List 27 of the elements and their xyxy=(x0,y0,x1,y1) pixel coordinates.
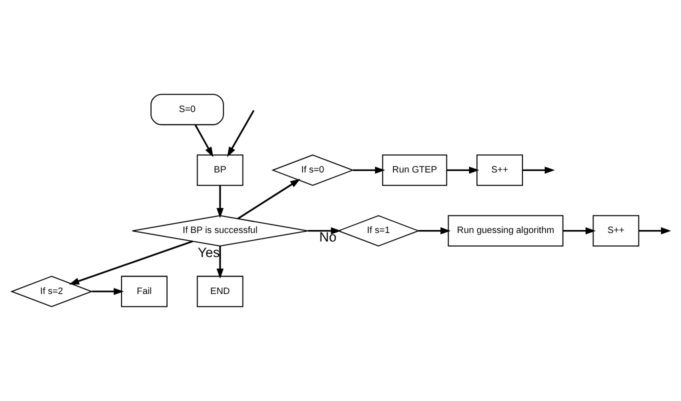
arrow xyxy=(352,166,386,174)
node-box: Fail xyxy=(121,276,168,308)
node-diamond: If BP is successful xyxy=(132,215,308,246)
arrow xyxy=(194,124,214,158)
arrow xyxy=(418,227,451,234)
arrow xyxy=(227,110,254,158)
arrow xyxy=(216,186,224,218)
node-box: S++ xyxy=(592,215,640,246)
arrow xyxy=(69,240,193,285)
arrow xyxy=(308,227,342,234)
edge-label: Yes xyxy=(198,244,220,260)
arrow xyxy=(446,166,480,174)
edge-label: No xyxy=(319,230,336,245)
node-box: END xyxy=(196,276,244,308)
arrow xyxy=(216,246,224,279)
node-box: S++ xyxy=(476,154,523,186)
node-box: S=0 xyxy=(150,94,224,126)
arrow xyxy=(92,288,124,296)
node-box: BP xyxy=(196,154,244,186)
node-diamond: If s=0 xyxy=(271,154,354,186)
node-box: Run GTEP xyxy=(382,154,448,186)
arrow xyxy=(638,227,672,234)
arrow xyxy=(562,227,596,234)
node-box: Run guessing algorithm xyxy=(448,215,564,246)
node-diamond: If s=1 xyxy=(337,215,420,247)
arrow xyxy=(522,166,555,174)
arrow xyxy=(238,178,300,220)
